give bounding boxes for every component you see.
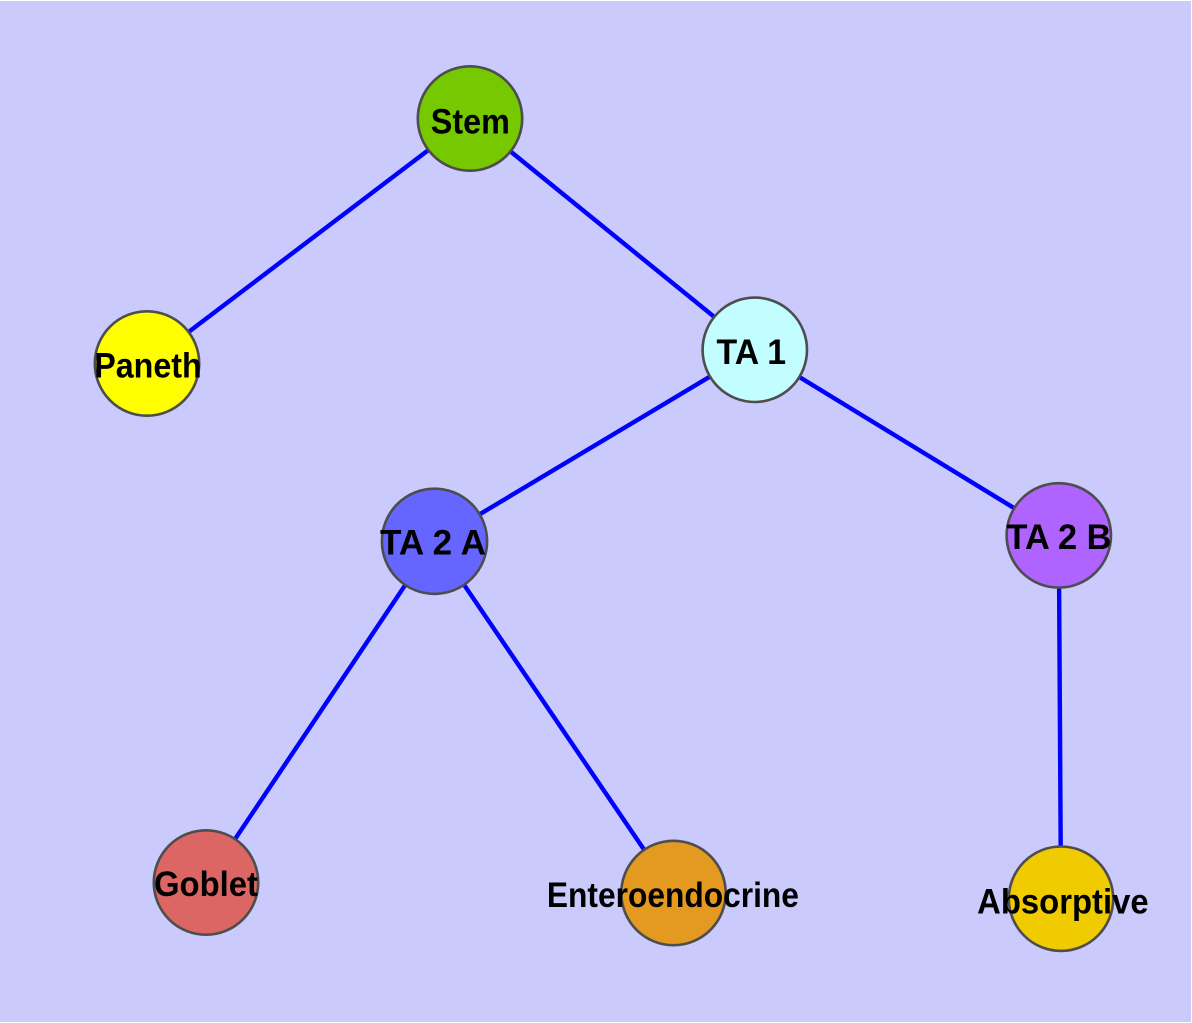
svg-text:Enteroendocrine: Enteroendocrine: [547, 876, 799, 915]
svg-text:TA 2 A: TA 2 A: [380, 524, 486, 563]
svg-text:TA 1: TA 1: [717, 333, 787, 372]
svg-text:TA 2 B: TA 2 B: [1007, 518, 1112, 557]
svg-text:Stem: Stem: [431, 103, 510, 142]
svg-text:Goblet: Goblet: [154, 865, 258, 904]
svg-text:Absorptive: Absorptive: [977, 883, 1149, 922]
svg-text:Paneth: Paneth: [94, 346, 202, 385]
